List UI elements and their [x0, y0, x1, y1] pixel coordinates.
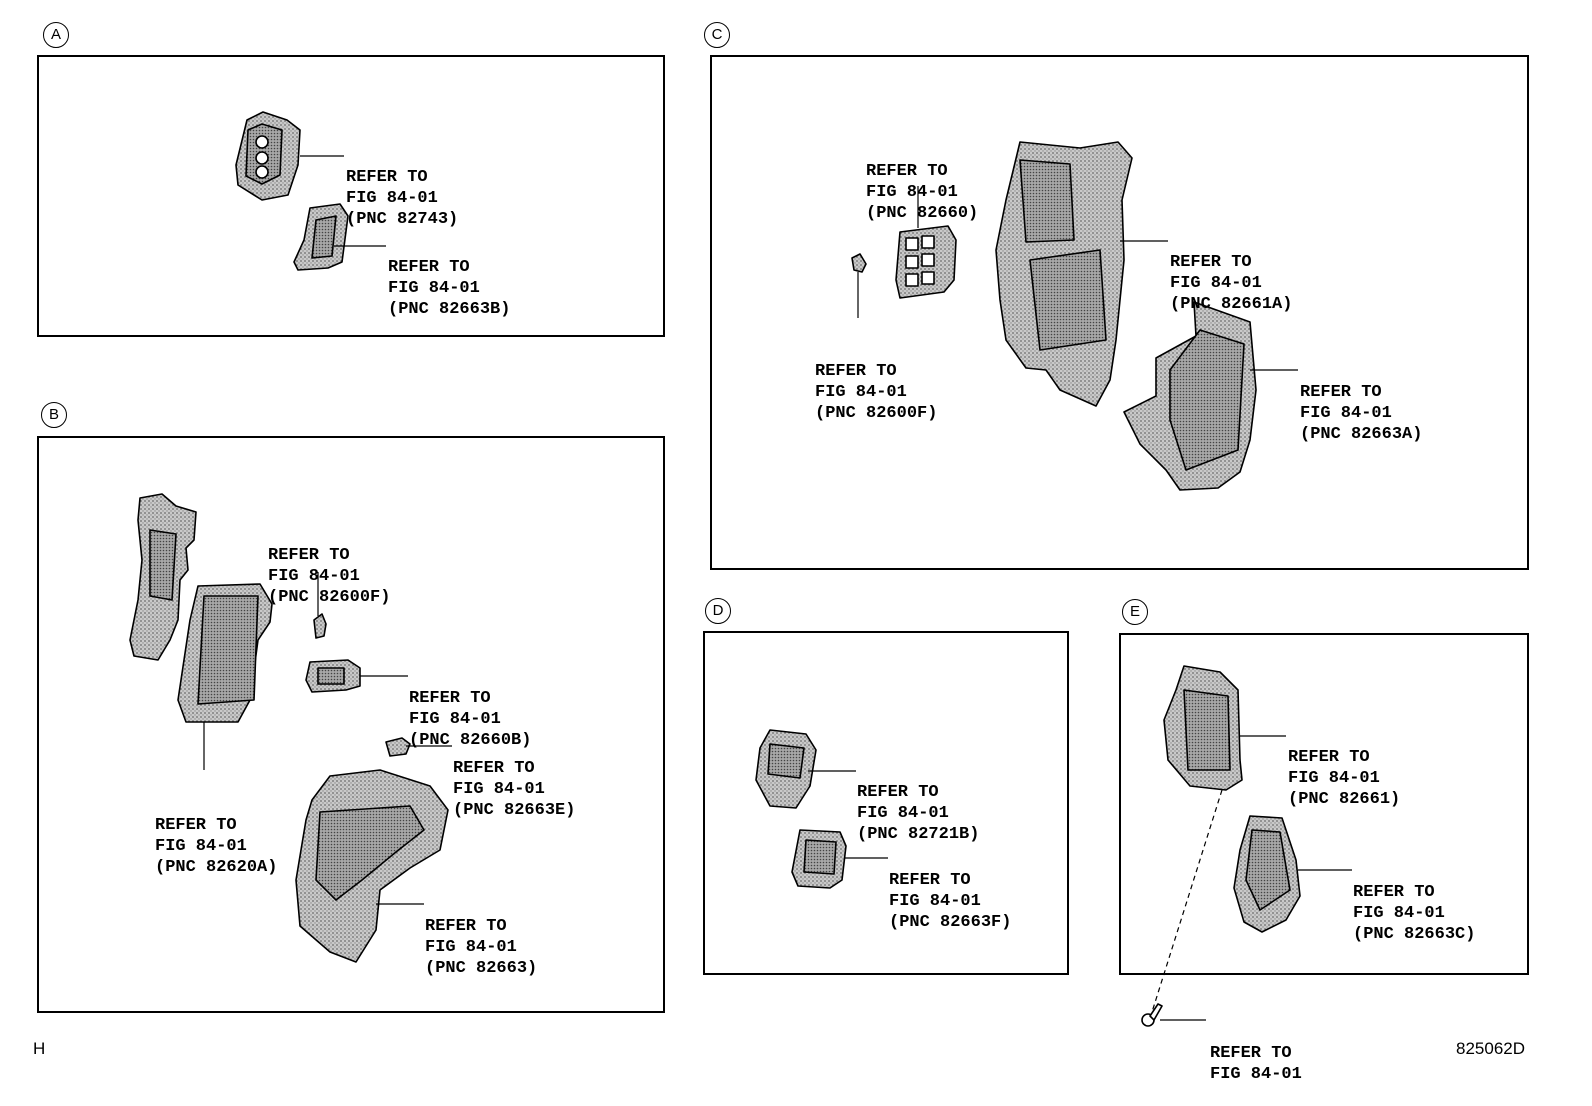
section-marker-c: C	[704, 22, 730, 48]
panel-d	[703, 631, 1069, 975]
illustration-number: 825062D	[1456, 1039, 1526, 1058]
part-82721b	[755, 729, 817, 809]
footer-left-code: H	[33, 1039, 46, 1058]
section-marker-d: D	[705, 598, 731, 624]
part-82663c	[1233, 815, 1301, 933]
panel-a	[37, 55, 665, 337]
section-marker-b: B	[41, 402, 67, 428]
leader-lines	[203, 155, 1352, 1021]
part-82620a-block	[177, 583, 273, 723]
section-marker-a: A	[43, 22, 69, 48]
part-82660	[895, 225, 957, 299]
part-82663f	[791, 829, 847, 889]
part-82600f-c	[851, 253, 867, 273]
part-82743	[235, 111, 301, 201]
section-marker-e: E	[1122, 599, 1148, 625]
part-82661a	[995, 141, 1133, 407]
part-82620a-cover	[129, 493, 197, 661]
part-bolt	[1141, 1003, 1163, 1027]
part-82663e	[385, 737, 411, 757]
part-82600f-b	[313, 613, 327, 639]
part-82660b	[305, 659, 361, 693]
part-82663	[295, 769, 449, 963]
part-82661	[1163, 665, 1243, 791]
part-82663a	[1123, 301, 1257, 491]
part-82663b	[293, 203, 349, 271]
